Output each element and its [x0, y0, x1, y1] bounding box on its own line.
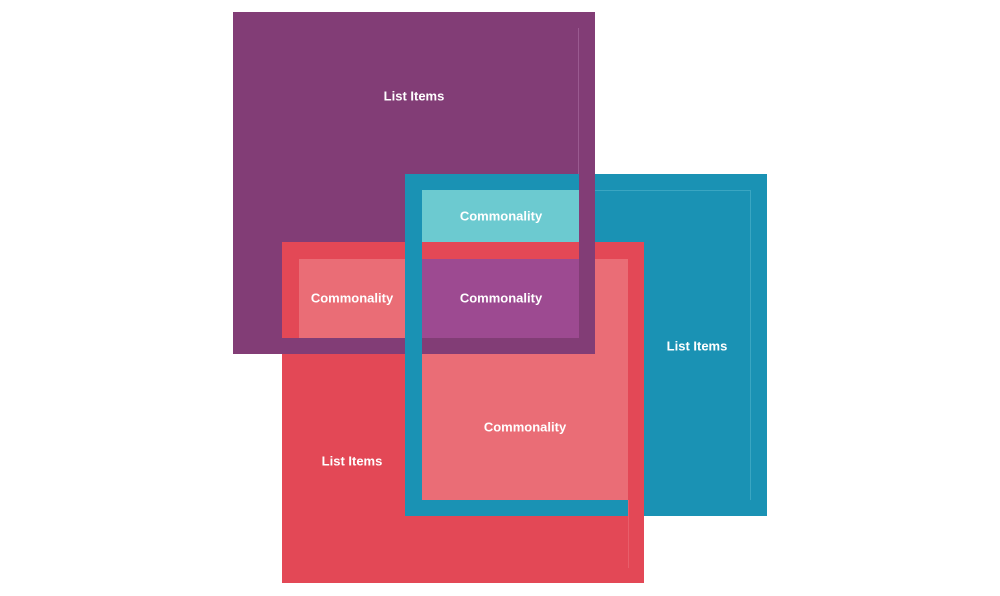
blue-left-band	[405, 174, 422, 516]
purple-blue-red-intersection	[422, 259, 579, 338]
purple-blue-red-label: Commonality	[459, 290, 543, 306]
blue-bottom-band	[405, 500, 628, 516]
purple-blue-label: Commonality	[459, 208, 543, 224]
purple-red-intersection	[299, 259, 405, 338]
purple-red-label: Commonality	[310, 290, 394, 306]
blue-inner-guide-right	[750, 190, 751, 500]
purple-blue-intersection	[422, 190, 579, 242]
red-set-label: List Items	[321, 453, 383, 469]
blue-set-label: List Items	[666, 338, 728, 354]
purple-bottom-band	[250, 338, 595, 354]
purple-right-band	[579, 174, 595, 354]
blue-red-label: Commonality	[483, 419, 567, 435]
purple-set-label: List Items	[383, 88, 445, 104]
blue-top-band	[405, 174, 579, 190]
red-right-band	[628, 242, 644, 583]
red-inner-guide	[628, 500, 629, 568]
